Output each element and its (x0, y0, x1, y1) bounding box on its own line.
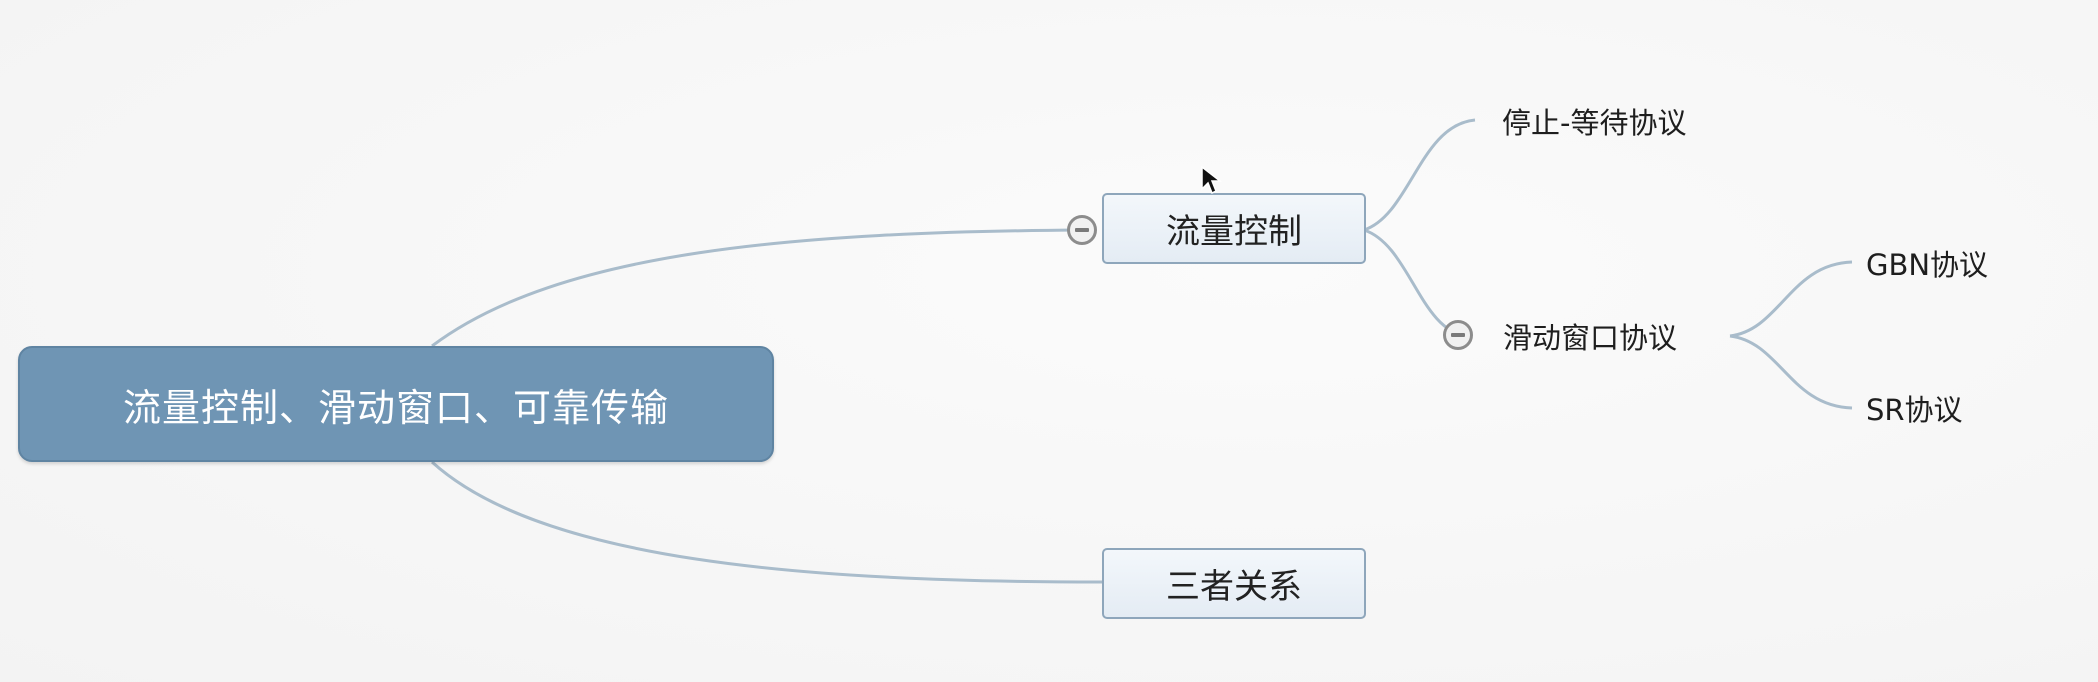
topic-sr-label: SR协议 (1866, 393, 1963, 427)
root-topic[interactable]: 流量控制、滑动窗口、可靠传输 (18, 346, 774, 462)
root-topic-label: 流量控制、滑动窗口、可靠传输 (122, 385, 669, 430)
topic-sliding-window-label: 滑动窗口协议 (1503, 321, 1678, 355)
topic-gbn-label: GBN协议 (1866, 248, 1989, 282)
topic-stop-wait-label: 停止-等待协议 (1502, 106, 1687, 140)
connector-sliding-window-to-gbn (1729, 260, 1853, 338)
topic-relationship[interactable]: 三者关系 (1102, 548, 1366, 619)
topic-gbn[interactable]: GBN协议 (1866, 241, 1988, 285)
topic-sliding-window[interactable]: 滑动窗口协议 (1503, 314, 1677, 358)
connector-root-to-relationship (430, 460, 1103, 584)
mouse-pointer-icon (1201, 165, 1222, 195)
topic-sr[interactable]: SR协议 (1866, 386, 1963, 430)
connector-root-to-flow-control (431, 228, 1083, 348)
topic-relationship-label: 三者关系 (1166, 567, 1302, 607)
collapse-icon[interactable] (1067, 215, 1097, 245)
connector-flow-control-to-stop-wait (1363, 118, 1476, 232)
topic-flow-control-label: 流量控制 (1166, 212, 1302, 252)
topic-stop-wait[interactable]: 停止-等待协议 (1502, 99, 1686, 143)
topic-flow-control[interactable]: 流量控制 (1102, 193, 1366, 264)
connector-sliding-window-to-sr (1729, 334, 1853, 410)
collapse-icon[interactable] (1443, 320, 1473, 350)
